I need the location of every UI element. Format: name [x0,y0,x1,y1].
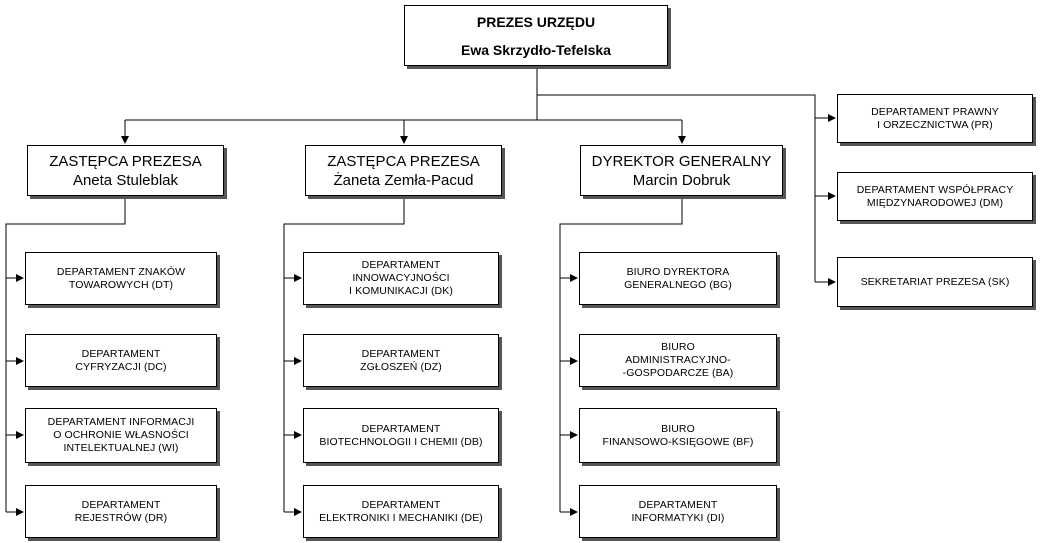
deputy1-title: ZASTĘPCA PREZESA [49,152,202,170]
department-pr: DEPARTAMENT PRAWNY I ORZECZNICTWA (PR) [837,94,1033,143]
department-di: DEPARTAMENT INFORMATYKI (DI) [579,485,777,538]
department-de: DEPARTAMENT ELEKTRONIKI I MECHANIKI (DE) [303,485,499,538]
department-dz: DEPARTAMENT ZGŁOSZEŃ (DZ) [303,334,499,387]
president-box: PREZES URZĘDU Ewa Skrzydło-Tefelska [404,5,668,66]
department-dr: DEPARTAMENT REJESTRÓW (DR) [25,485,217,538]
department-db: DEPARTAMENT BIOTECHNOLOGII I CHEMII (DB) [303,408,499,463]
president-title: PREZES URZĘDU [476,13,596,30]
secretariat-sk: SEKRETARIAT PREZESA (SK) [837,257,1033,307]
department-wi: DEPARTAMENT INFORMACJI O OCHRONIE WŁASNO… [25,408,217,463]
president-name: Ewa Skrzydło-Tefelska [461,41,611,58]
office-ba: BIURO ADMINISTRACYJNO- -GOSPODARCZE (BA) [579,334,777,387]
director-name: Marcin Dobruk [632,171,731,189]
director-title: DYREKTOR GENERALNY [591,152,772,170]
deputy2-title: ZASTĘPCA PREZESA [327,152,480,170]
department-dm: DEPARTAMENT WSPÓŁPRACY MIĘDZYNARODOWEJ (… [837,172,1033,221]
deputy1-box: ZASTĘPCA PREZESA Aneta Stuleblak [27,145,224,196]
deputy2-name: Żaneta Zemła-Pacud [333,171,474,189]
office-bg: BIURO DYREKTORA GENERALNEGO (BG) [579,252,777,305]
deputy1-name: Aneta Stuleblak [72,171,179,189]
department-dk: DEPARTAMENT INNOWACYJNOŚCI I KOMUNIKACJI… [303,252,499,305]
director-box: DYREKTOR GENERALNY Marcin Dobruk [580,145,783,196]
deputy2-box: ZASTĘPCA PREZESA Żaneta Zemła-Pacud [305,145,502,196]
department-dc: DEPARTAMENT CYFRYZACJI (DC) [25,334,217,387]
department-dt: DEPARTAMENT ZNAKÓW TOWAROWYCH (DT) [25,252,217,305]
office-bf: BIURO FINANSOWO-KSIĘGOWE (BF) [579,408,777,463]
